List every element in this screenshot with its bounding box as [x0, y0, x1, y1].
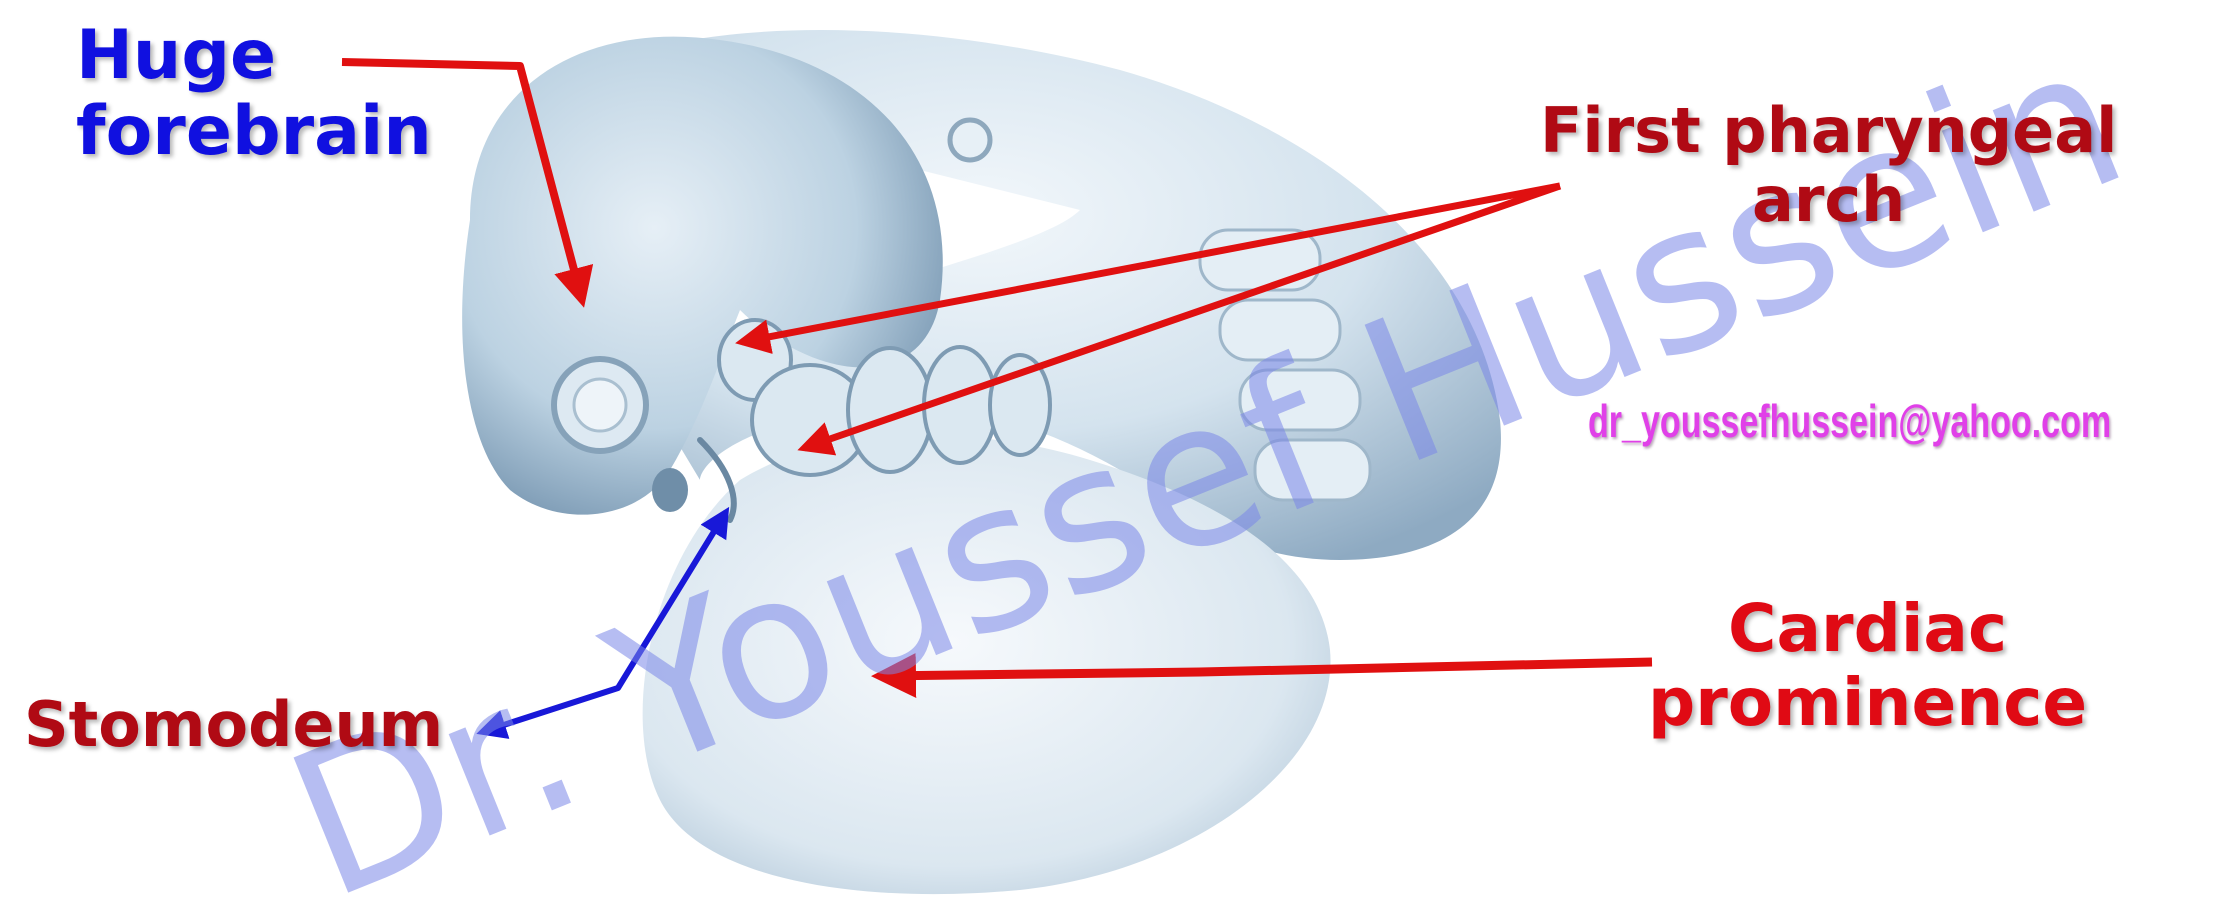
- pharyngeal-label-line-1: First pharyngeal: [1540, 96, 2117, 165]
- pharyngeal-label-line-2: arch: [1540, 165, 2117, 234]
- watermark-email: dr_youssefhussein@yahoo.com: [1588, 396, 2111, 448]
- otic-pit: [950, 120, 990, 160]
- forebrain-label-line-1: Huge: [76, 18, 432, 94]
- cardiac-label-line-1: Cardiac: [1648, 592, 2087, 666]
- cardiac-label-line-2: prominence: [1648, 666, 2087, 740]
- nasal-pit: [652, 468, 688, 512]
- pharyngeal-arch-label: First pharyngeal arch: [1540, 96, 2117, 235]
- optic-vesicle: [554, 359, 646, 451]
- forebrain-label-line-2: forebrain: [76, 94, 432, 170]
- forebrain-label: Huge forebrain: [76, 18, 432, 170]
- cardiac-prominence-label: Cardiac prominence: [1648, 592, 2087, 740]
- stomodeum-label: Stomodeum: [24, 690, 443, 759]
